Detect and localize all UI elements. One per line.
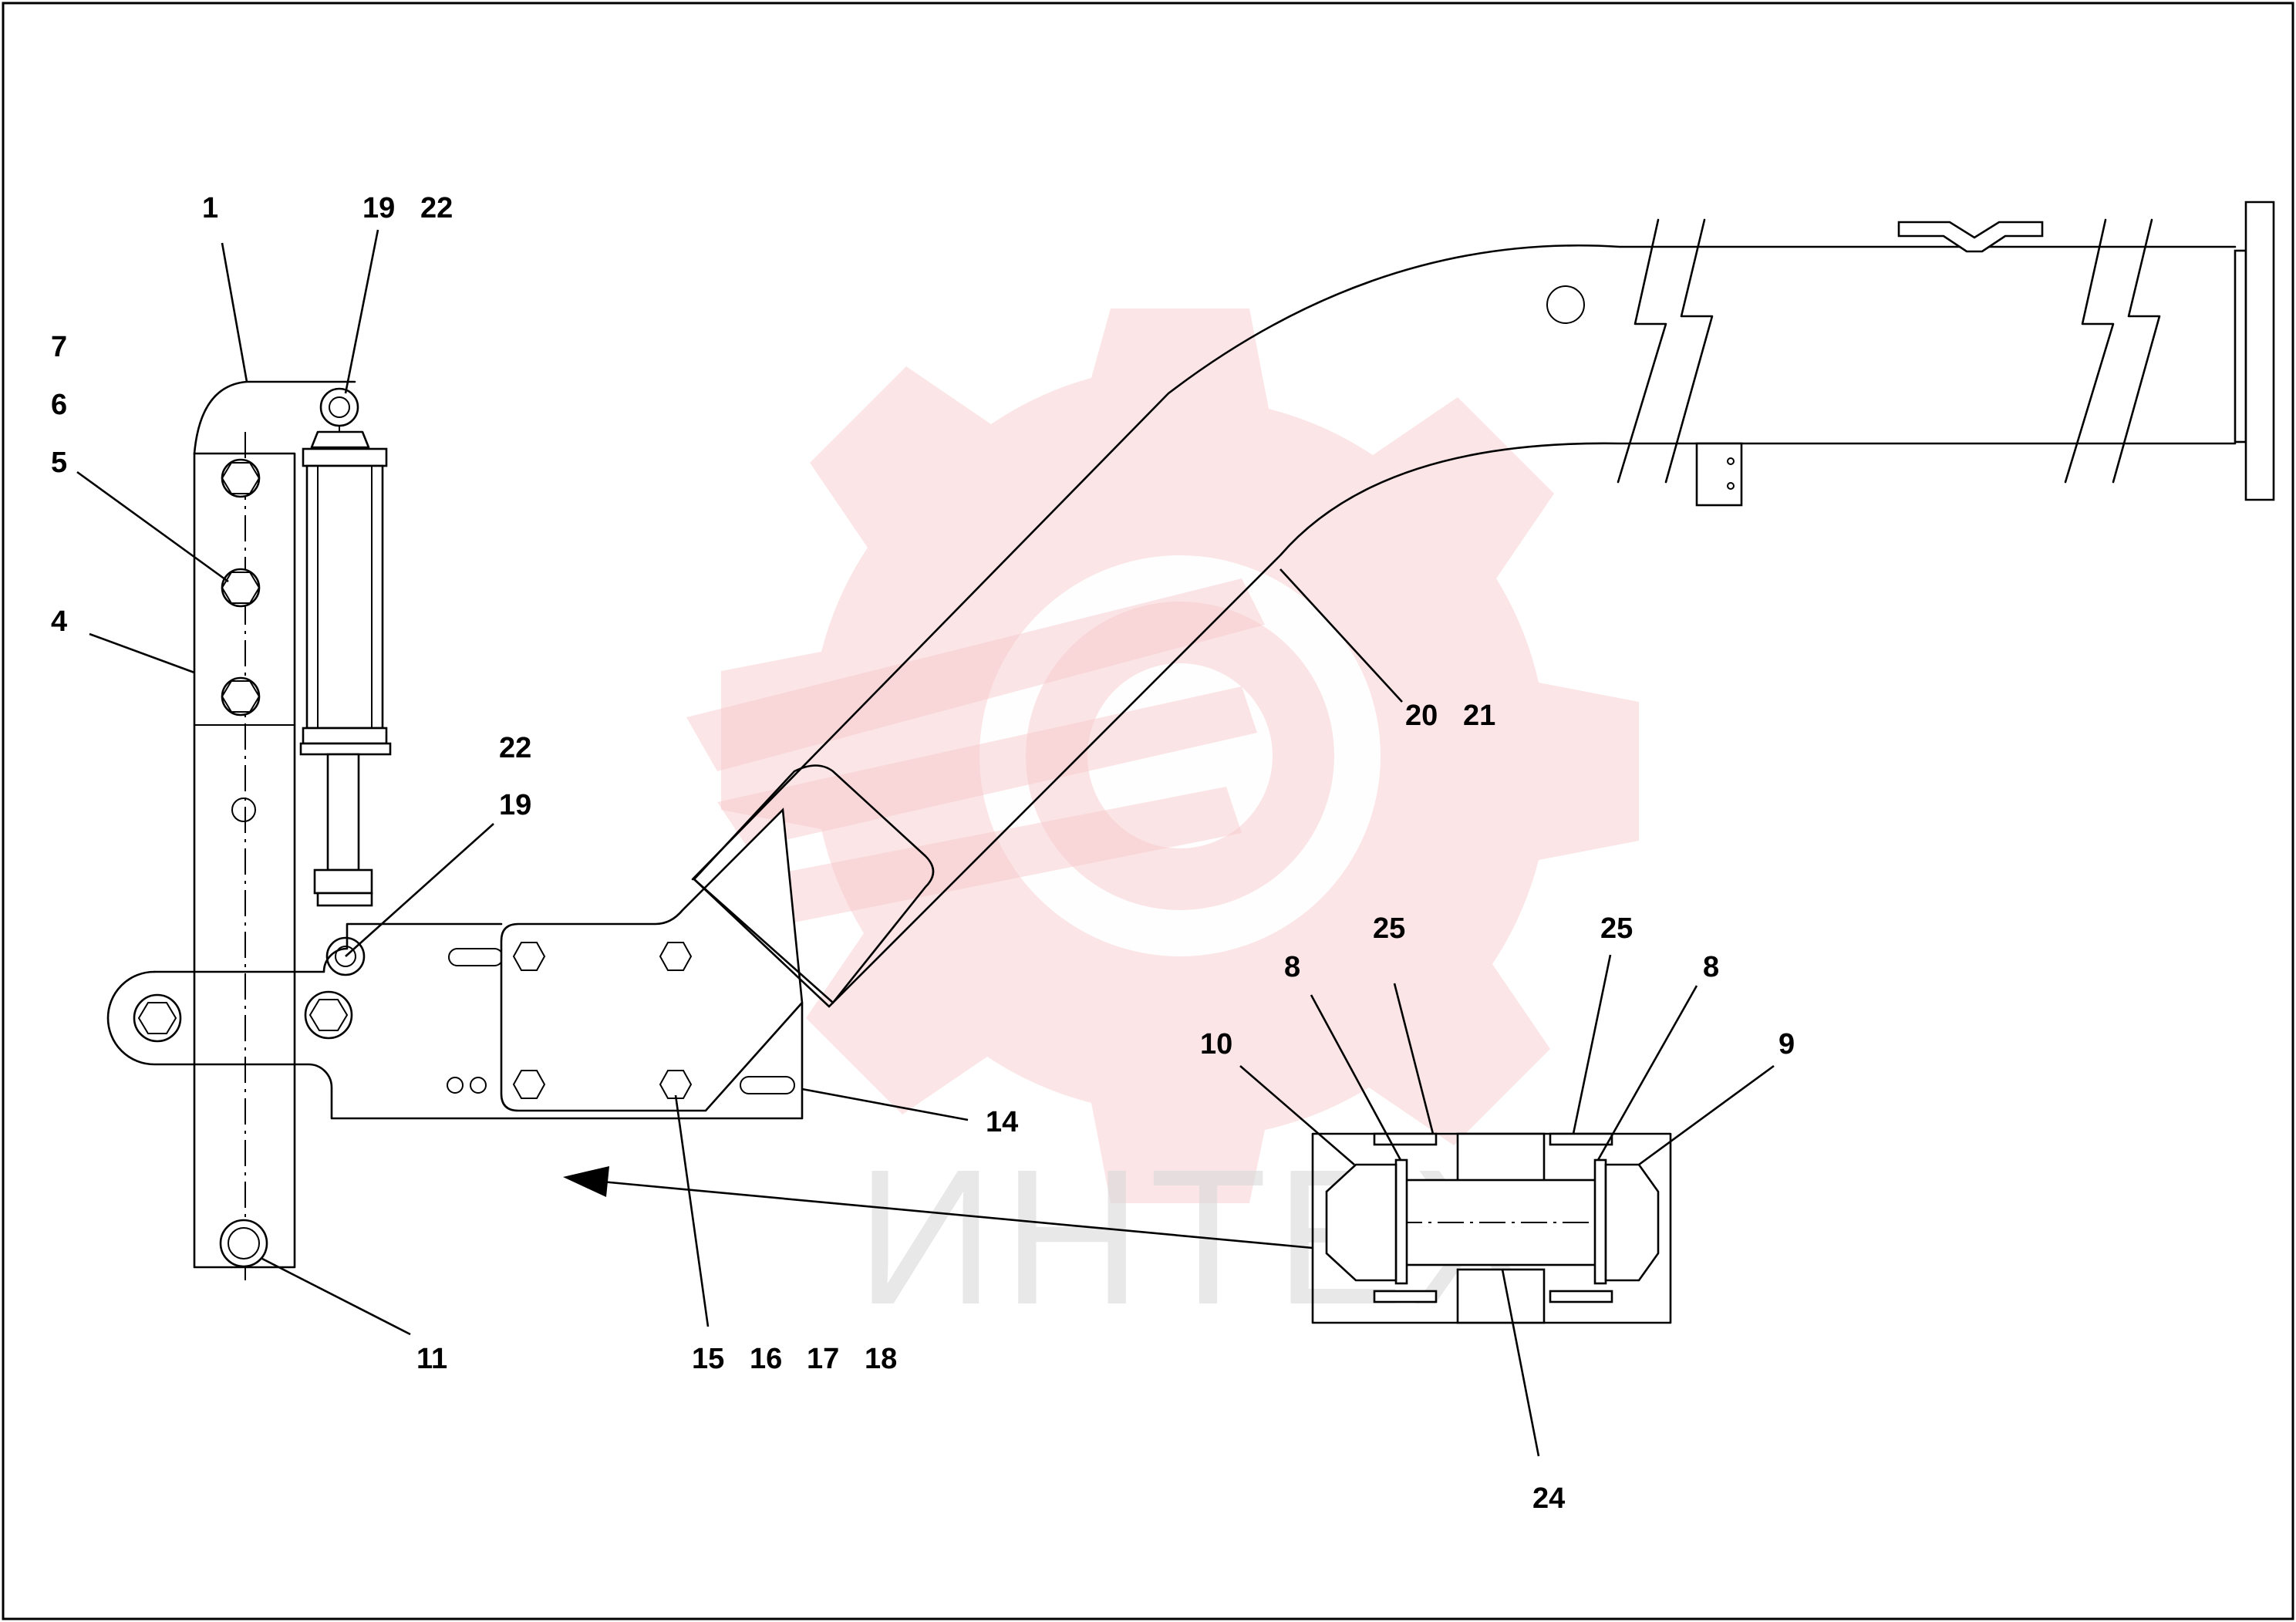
nut-icon [659, 1070, 693, 1099]
callout-25: 25 [1373, 912, 1405, 945]
pivot-bolt-icon [133, 993, 182, 1043]
callout-5: 5 [51, 447, 67, 479]
base-bracket [106, 922, 804, 1120]
callout-22: 22 [420, 192, 453, 224]
bolt-head-icon [221, 458, 261, 498]
nut-icon [1325, 1163, 1397, 1282]
bolt-head-icon [221, 568, 261, 608]
gear-watermark-icon [686, 309, 1639, 1203]
callout-10: 10 [1200, 1028, 1232, 1061]
pipe-clip [1897, 221, 2044, 253]
callout-19: 19 [362, 192, 395, 224]
callout-20: 20 [1405, 700, 1438, 732]
nut-icon [512, 1070, 546, 1099]
vertical-bar [193, 380, 356, 1280]
callout-11: 11 [416, 1343, 447, 1375]
callout-25: 25 [1600, 912, 1633, 945]
leader-lines [76, 229, 1775, 1457]
callout-8: 8 [1284, 951, 1300, 983]
detail-arrow [563, 1166, 1313, 1249]
callout-17: 17 [807, 1343, 839, 1375]
bolt-head-icon [221, 676, 261, 717]
nut-icon [512, 942, 546, 971]
callout-7: 7 [51, 331, 67, 363]
callout-15: 15 [692, 1343, 724, 1375]
callouts: 1 19 22 7 6 5 4 22 19 20 21 25 25 8 8 10… [51, 192, 1795, 1515]
bolt-detail-view [1311, 1132, 1672, 1324]
callout-21: 21 [1463, 700, 1495, 732]
bent-pipe [691, 201, 2275, 1008]
nut-icon [659, 942, 693, 971]
mounting-plate [500, 808, 804, 1112]
callout-24: 24 [1532, 1482, 1565, 1515]
callout-14: 14 [986, 1106, 1018, 1138]
callout-16: 16 [750, 1343, 782, 1375]
callout-1: 1 [202, 192, 218, 224]
callout-19: 19 [499, 789, 531, 821]
pivot-bolt-icon [304, 990, 353, 1040]
hole-icon [231, 798, 256, 822]
pipe-hole-icon [1546, 285, 1585, 324]
callout-18: 18 [865, 1343, 897, 1375]
callout-22: 22 [499, 732, 531, 764]
bolt-head-icon [1604, 1163, 1660, 1282]
callout-8: 8 [1703, 951, 1719, 983]
callout-6: 6 [51, 389, 67, 421]
bottom-bolt-icon [219, 1219, 268, 1268]
callout-9: 9 [1778, 1028, 1795, 1061]
callout-4: 4 [51, 605, 67, 638]
hydraulic-cylinder [299, 387, 392, 976]
